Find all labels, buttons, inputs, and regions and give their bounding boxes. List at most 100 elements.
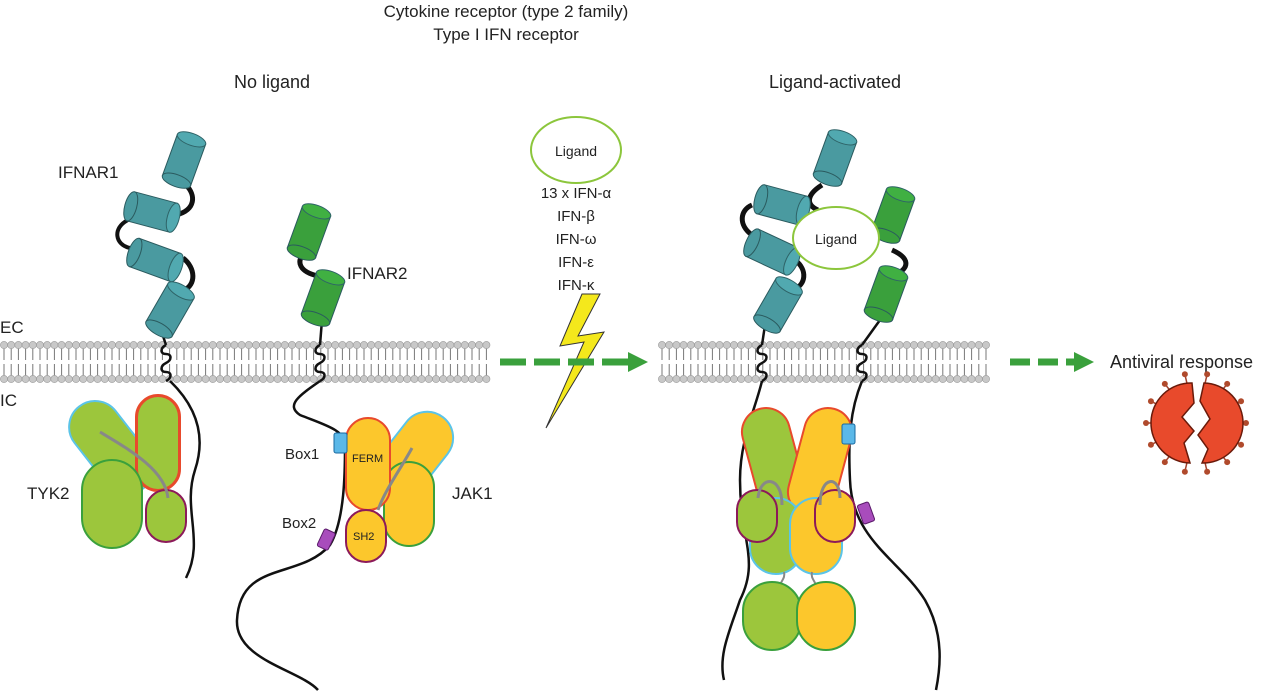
- lipid-head: [432, 375, 440, 383]
- lipid-head: [64, 375, 73, 383]
- lipid-head: [924, 341, 933, 349]
- lipid-head: [237, 375, 246, 383]
- lipid-head: [482, 341, 491, 349]
- ifnar1-active-domain-4: [753, 276, 803, 334]
- lipid-head: [280, 375, 289, 383]
- ligand-type-item: IFN-ω: [556, 231, 597, 248]
- lipid-head: [794, 341, 803, 349]
- ifnar2-domain-1: [286, 203, 332, 261]
- tyk2-kinase-domain: [81, 459, 143, 549]
- lipid-head: [129, 341, 138, 349]
- lipid-head: [144, 341, 152, 349]
- lipid-head: [252, 341, 260, 349]
- lipid-head: [446, 341, 455, 349]
- lipid-head: [967, 375, 976, 383]
- ic-label: IC: [0, 391, 17, 410]
- jak1-active-sh2: [814, 489, 856, 543]
- lipid-head: [708, 375, 717, 383]
- lightning-bolt-icon: [545, 293, 605, 429]
- lipid-head: [751, 375, 760, 383]
- lipid-head: [439, 341, 448, 349]
- lipid-head: [744, 375, 753, 383]
- ifnar1-active-domain-3: [743, 228, 801, 276]
- lipid-head: [7, 341, 16, 349]
- lipid-head: [888, 375, 897, 383]
- lipid-head: [946, 341, 954, 349]
- lipid-head: [917, 375, 926, 383]
- lipid-head: [672, 375, 681, 383]
- lipid-head: [43, 341, 52, 349]
- lipid-head: [722, 375, 731, 383]
- lipid-head: [72, 341, 80, 349]
- lipid-head: [665, 341, 674, 349]
- ifnar1-domain-2: [123, 191, 181, 233]
- lipid-head: [730, 341, 738, 349]
- lipid-head: [367, 375, 376, 383]
- lipid-head: [100, 341, 109, 349]
- lipid-head: [658, 341, 666, 349]
- lipid-head: [28, 375, 37, 383]
- ifnar2-tm-coil: [314, 343, 326, 383]
- lipid-head: [108, 375, 116, 383]
- lipid-head: [288, 375, 296, 383]
- lipid-head: [694, 375, 702, 383]
- lipid-head: [223, 341, 232, 349]
- box1-motif: [333, 432, 348, 454]
- lipid-head: [888, 341, 897, 349]
- lipid-head: [960, 375, 969, 383]
- lipid-head: [838, 375, 846, 383]
- lipid-head: [866, 341, 875, 349]
- lipid-head: [895, 375, 904, 383]
- lipid-head: [360, 341, 368, 349]
- lipid-head: [180, 375, 188, 383]
- title-line2: Type I IFN receptor: [433, 25, 579, 44]
- lipid-head: [823, 341, 832, 349]
- lipid-head: [482, 375, 491, 383]
- lipid-head: [216, 341, 224, 349]
- lipid-head: [93, 375, 102, 383]
- ifnar1-tail: [169, 380, 201, 579]
- lipid-head: [151, 341, 160, 349]
- virus-spike-tip: [1243, 420, 1249, 426]
- lipid-head: [895, 341, 904, 349]
- virus-spike-tip: [1147, 398, 1154, 405]
- lipid-head: [194, 341, 203, 349]
- lipid-head: [57, 341, 66, 349]
- lipid-head: [360, 375, 368, 383]
- lipid-head: [938, 341, 947, 349]
- lipid-head: [410, 375, 419, 383]
- lipid-head: [223, 375, 232, 383]
- lipid-head: [201, 375, 210, 383]
- lipid-head: [902, 341, 911, 349]
- lipid-head: [324, 341, 332, 349]
- lipid-head: [780, 341, 789, 349]
- lipid-head: [388, 375, 397, 383]
- lipid-head: [216, 375, 224, 383]
- virus-spike-tip: [1238, 441, 1245, 448]
- lipid-head: [708, 341, 717, 349]
- virus-spike-tip: [1181, 371, 1188, 378]
- activation-arrow-icon: [500, 352, 648, 372]
- lipid-head: [273, 341, 282, 349]
- lipid-head: [79, 341, 88, 349]
- lipid-head: [338, 375, 347, 383]
- virus-spike-tip: [1204, 371, 1211, 378]
- panel-label-ligand-activated: Ligand-activated: [769, 72, 901, 92]
- lipid-head: [244, 341, 253, 349]
- box1-motif-active: [841, 423, 856, 445]
- lipid-head: [230, 341, 239, 349]
- lipid-head: [345, 341, 354, 349]
- lipid-head: [967, 341, 976, 349]
- lipid-head: [374, 341, 383, 349]
- lipid-head: [902, 375, 911, 383]
- lipid-head: [374, 375, 383, 383]
- lipid-head: [453, 341, 462, 349]
- ligand-label: Ligand: [555, 143, 597, 159]
- lipid-head: [151, 375, 160, 383]
- lipid-head: [468, 341, 476, 349]
- box1-label: Box1: [285, 446, 319, 463]
- lipid-head: [424, 341, 433, 349]
- lipid-head: [830, 341, 839, 349]
- lipid-head: [737, 341, 746, 349]
- ifnar1-label: IFNAR1: [58, 163, 118, 182]
